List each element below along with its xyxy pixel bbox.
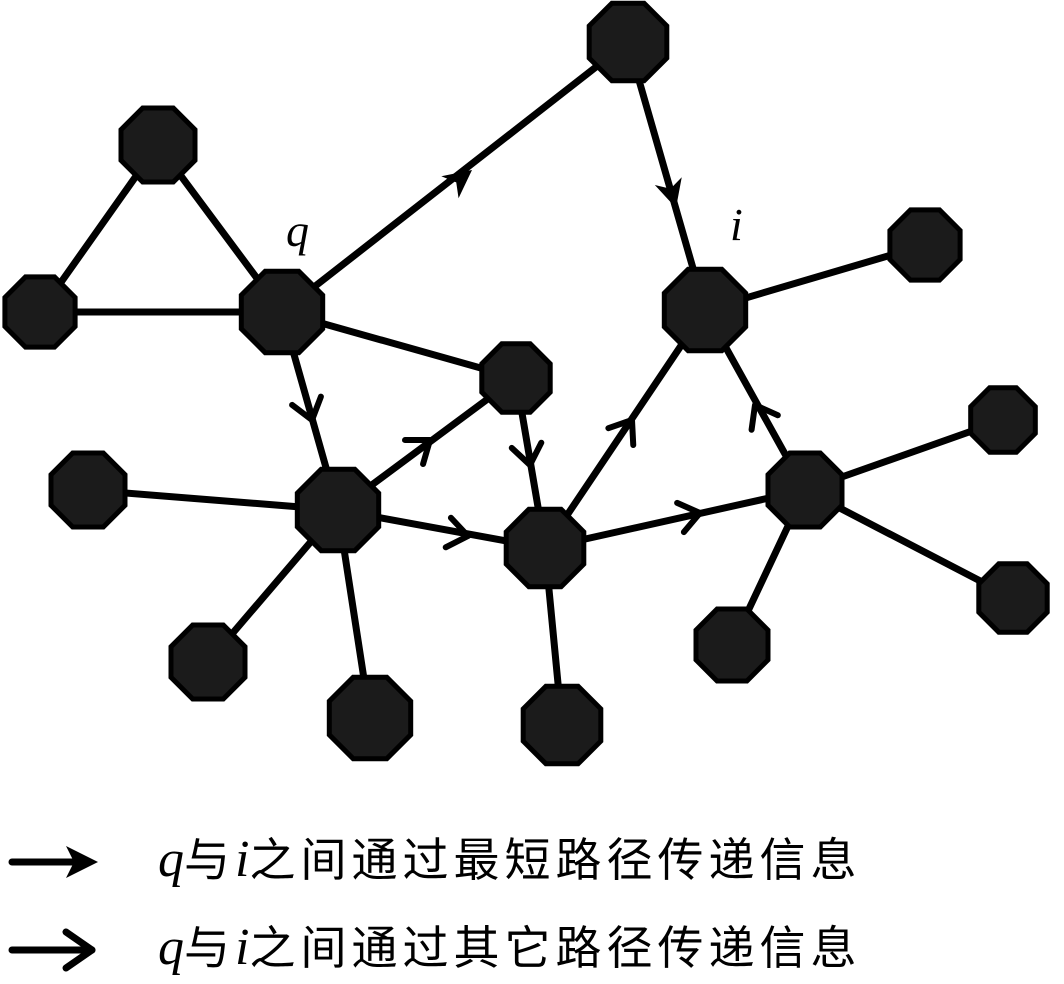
graph-node: [520, 683, 604, 767]
edge: [541, 306, 709, 552]
graph-node: [479, 341, 553, 415]
shortest-path-arrows: [441, 170, 682, 208]
legend: q与i之间通过最短路径传递信息 q与i之间通过其它路径传递信息: [8, 831, 861, 976]
graph-node: [586, 0, 670, 84]
graph-node: [118, 105, 198, 185]
legend-var-q: q: [158, 831, 184, 888]
graph-node: [2, 274, 78, 350]
graph-node: [976, 561, 1050, 635]
legend-var-i: i: [235, 919, 249, 976]
graph-node: [887, 207, 963, 283]
node-label-i: i: [730, 199, 743, 250]
graph-node: [765, 450, 845, 530]
legend-connector: 与: [184, 921, 235, 975]
legend-var-q: q: [158, 919, 184, 976]
graph-node: [503, 506, 587, 590]
legend-arrow-shortest: [8, 846, 98, 878]
arrow-head-open: [442, 514, 471, 551]
legend-text-shortest: q与i之间通过最短路径传递信息: [158, 831, 861, 888]
arrow-head-open: [748, 402, 781, 433]
graph-node: [326, 674, 414, 762]
edge: [541, 486, 809, 552]
graph-node: [168, 622, 248, 702]
legend-description: 之间通过最短路径传递信息: [249, 833, 861, 887]
arrow-head-open: [508, 439, 545, 468]
arrow-head-open: [674, 499, 703, 536]
legend-text-other: q与i之间通过其它路径传递信息: [158, 919, 861, 976]
graph-node: [968, 385, 1038, 455]
graph-node: [294, 466, 382, 554]
arrow-head-open: [289, 393, 324, 423]
legend-arrow-other: [8, 928, 96, 972]
legend-connector: 与: [184, 833, 235, 887]
arrow-head-open: [605, 417, 637, 448]
node-label-q: q: [286, 205, 309, 256]
graph-node: [661, 266, 749, 354]
arrow-head-filled: [654, 177, 682, 208]
graph-node: [238, 268, 326, 356]
graph-node: [693, 606, 771, 684]
other-path-arrows: [289, 393, 781, 551]
arrow-head-filled: [441, 170, 472, 199]
graph-node: [48, 450, 128, 530]
edge: [624, 38, 709, 314]
legend-var-i: i: [235, 831, 249, 888]
nodes: [2, 0, 1050, 767]
arrow-head-open: [402, 437, 433, 468]
legend-description: 之间通过其它路径传递信息: [249, 921, 861, 975]
